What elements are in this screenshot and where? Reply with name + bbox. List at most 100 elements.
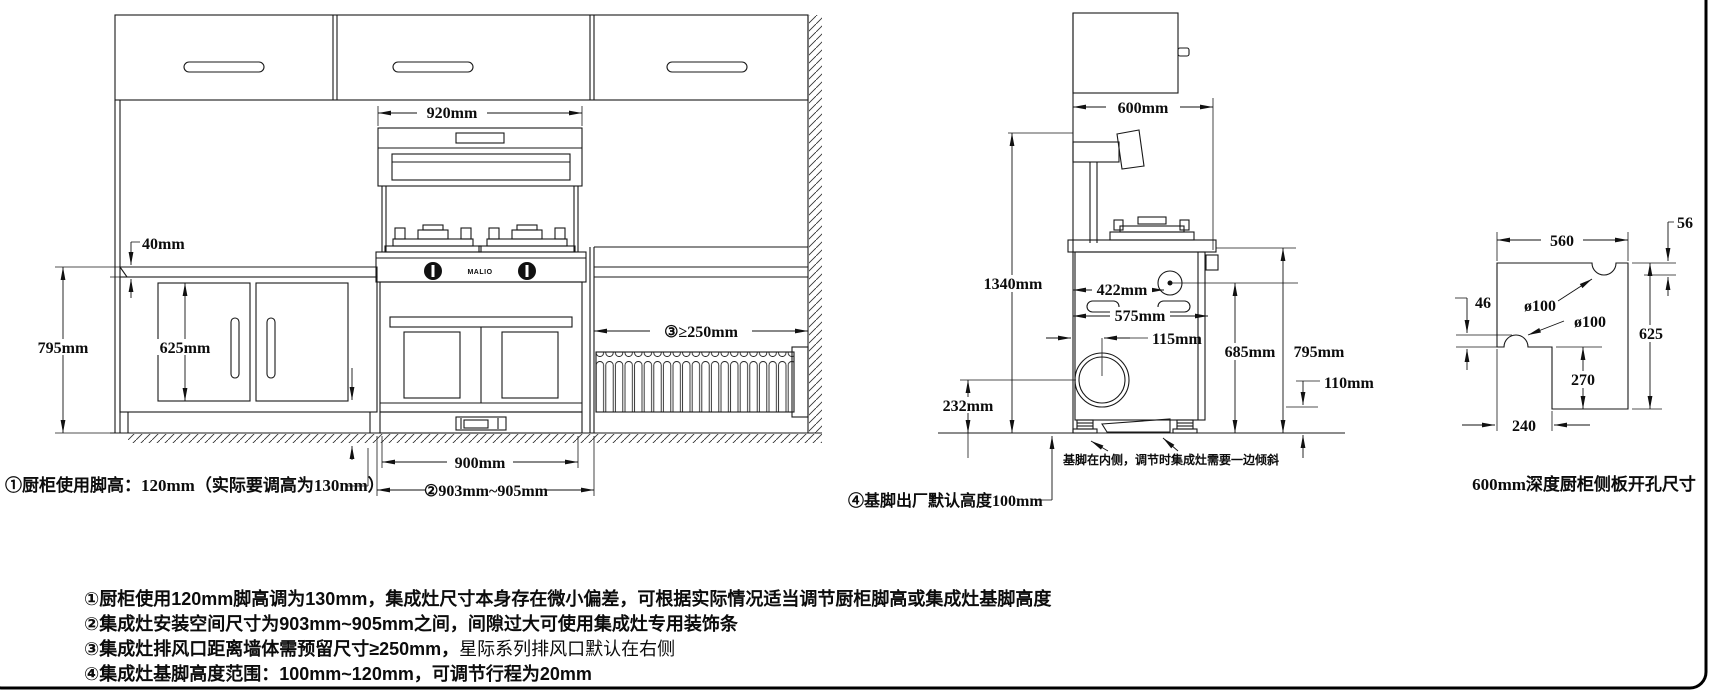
dim-232: 232mm	[941, 379, 1076, 458]
side-view: 600mm	[848, 12, 1374, 510]
burner-left	[384, 224, 482, 253]
right-counter	[589, 246, 808, 433]
door-handle	[266, 317, 276, 379]
dim-label-240: 240	[1512, 418, 1536, 435]
foot	[1076, 419, 1094, 430]
vent-slot	[1086, 300, 1120, 313]
oven-doors	[379, 281, 583, 413]
footnote-1: ①厨柜使用120mm脚高调为130mm，集成灶尺寸本身存在微小偏差，可根据实际情…	[84, 588, 1052, 609]
dim-46: 46	[1455, 295, 1512, 370]
dim-label-900: 900mm	[455, 455, 506, 472]
dim-label-110: 110mm	[1324, 375, 1374, 392]
exhaust-duct	[595, 346, 809, 418]
note-foot-height: ①厨柜使用脚高：120mm（实际要调高为130mm）	[5, 448, 385, 495]
dim-hole-left: ø100	[1527, 314, 1606, 336]
footnote-4: ④集成灶基脚高度范围：100mm~120mm，可调节行程为20mm	[84, 663, 592, 684]
dim-625-front: 625mm	[157, 283, 214, 401]
dim-label-46: 46	[1475, 295, 1491, 312]
upper-cabinets	[114, 14, 809, 101]
stove-side-rails	[381, 186, 579, 252]
burner-right	[478, 224, 576, 253]
note-default-height: ④基脚出厂默认高度100mm	[848, 436, 1055, 510]
oven-handle	[389, 316, 573, 328]
dim-1340: 1340mm	[982, 132, 1073, 433]
burner-side	[1109, 216, 1195, 241]
brand-logo: MALIO	[467, 269, 492, 276]
range-hood	[377, 127, 583, 187]
bottom-tray	[1101, 418, 1171, 433]
base-vent	[455, 416, 507, 431]
dim-label-115: 115mm	[1152, 331, 1202, 348]
dim-label-625-panel: 625	[1639, 326, 1663, 343]
footnotes: ①厨柜使用120mm脚高调为130mm，集成灶尺寸本身存在微小偏差，可根据实际情…	[84, 588, 1052, 684]
floor	[110, 432, 822, 443]
dim-625-panel: 625	[1632, 263, 1669, 410]
vent-slot	[1157, 300, 1191, 313]
dim-685: 685mm	[1219, 283, 1281, 433]
dim-label-795-side: 795mm	[1294, 344, 1345, 361]
cabinet-handle	[1177, 47, 1190, 57]
control-panel: MALIO	[375, 251, 587, 283]
stove-base	[379, 411, 583, 434]
dim-56: 56	[1632, 215, 1693, 296]
dim-903-905: ②903mm~905mm	[376, 436, 595, 500]
dim-label-232: 232mm	[943, 398, 994, 415]
dim-920: 920mm	[377, 104, 583, 126]
dim-label-1340: 1340mm	[984, 276, 1043, 293]
note-feet: 基脚在内侧，调节时集成灶需要一边倾斜	[1062, 437, 1279, 467]
left-countertop	[118, 266, 378, 278]
dim-575: 575mm	[1073, 307, 1208, 325]
hood-duct-side	[1072, 129, 1145, 243]
footnote-2: ②集成灶安装空间尺寸为903mm~905mm之间，间隙过大可使用集成灶专用装饰条	[84, 613, 739, 634]
footnote-3-regular: 星际系列排风口默认在右侧	[459, 639, 675, 659]
dim-label-56: 56	[1677, 215, 1693, 232]
oven-window	[501, 331, 559, 399]
dim-110: 110mm	[1286, 375, 1374, 458]
cabinet-handle	[666, 61, 748, 73]
dim-label-270: 270	[1571, 372, 1595, 389]
door-handle	[230, 317, 240, 379]
dim-560: 560	[1496, 232, 1629, 261]
note-foot-height-label: ①厨柜使用脚高：120mm（实际要调高为130mm）	[5, 475, 385, 495]
cabinet-handle	[392, 61, 474, 73]
adjustable-feet	[1072, 418, 1198, 434]
front-view: 920mm	[5, 14, 822, 500]
dim-hole-top: ø100	[1524, 278, 1593, 315]
oven-window	[403, 331, 461, 399]
dim-240: 240	[1462, 349, 1590, 435]
dim-label-625: 625mm	[160, 340, 211, 357]
dim-label-920: 920mm	[427, 105, 478, 122]
dim-label-575: 575mm	[1115, 308, 1166, 325]
gas-valve	[1205, 254, 1219, 271]
wall-section	[807, 15, 822, 433]
upper-cabinet-side	[1072, 12, 1190, 94]
dim-label-hole2: ø100	[1574, 314, 1606, 331]
dim-label-903-905: ②903mm~905mm	[424, 483, 549, 500]
footnote-3-bold: ③集成灶排风口距离墙体需预留尺寸≥250mm，	[84, 638, 459, 659]
panel-view: 560 56 46 ø100 ø100	[1455, 215, 1696, 494]
foot	[1176, 419, 1194, 430]
panel-caption: 600mm深度厨柜侧板开孔尺寸	[1472, 474, 1696, 494]
duct-wall-flange	[791, 346, 809, 418]
footnote-3: ③集成灶排风口距离墙体需预留尺寸≥250mm，星际系列排风口默认在右侧	[84, 638, 675, 659]
dim-422: 422mm	[1073, 281, 1164, 299]
dim-label-560: 560	[1550, 233, 1574, 250]
dim-vent-clearance: ③≥250mm	[594, 322, 808, 341]
dim-label-vent-clearance: ③≥250mm	[664, 324, 738, 341]
dim-270: 270	[1556, 346, 1602, 409]
left-base-cabinet	[119, 276, 378, 433]
dim-600: 600mm	[1073, 98, 1214, 250]
stove-body-side	[1067, 239, 1298, 421]
dim-label-795: 795mm	[38, 340, 89, 357]
dim-label-600: 600mm	[1118, 100, 1169, 117]
note-default-height-label: ④基脚出厂默认高度100mm	[848, 491, 1043, 510]
dim-label-hole1: ø100	[1524, 298, 1556, 315]
cabinet-handle	[183, 61, 265, 73]
dim-115: 115mm	[1046, 331, 1202, 376]
dim-795-side: 795mm	[1216, 247, 1350, 433]
side-panel-outline	[1496, 262, 1629, 410]
cabinet-door	[255, 282, 349, 402]
